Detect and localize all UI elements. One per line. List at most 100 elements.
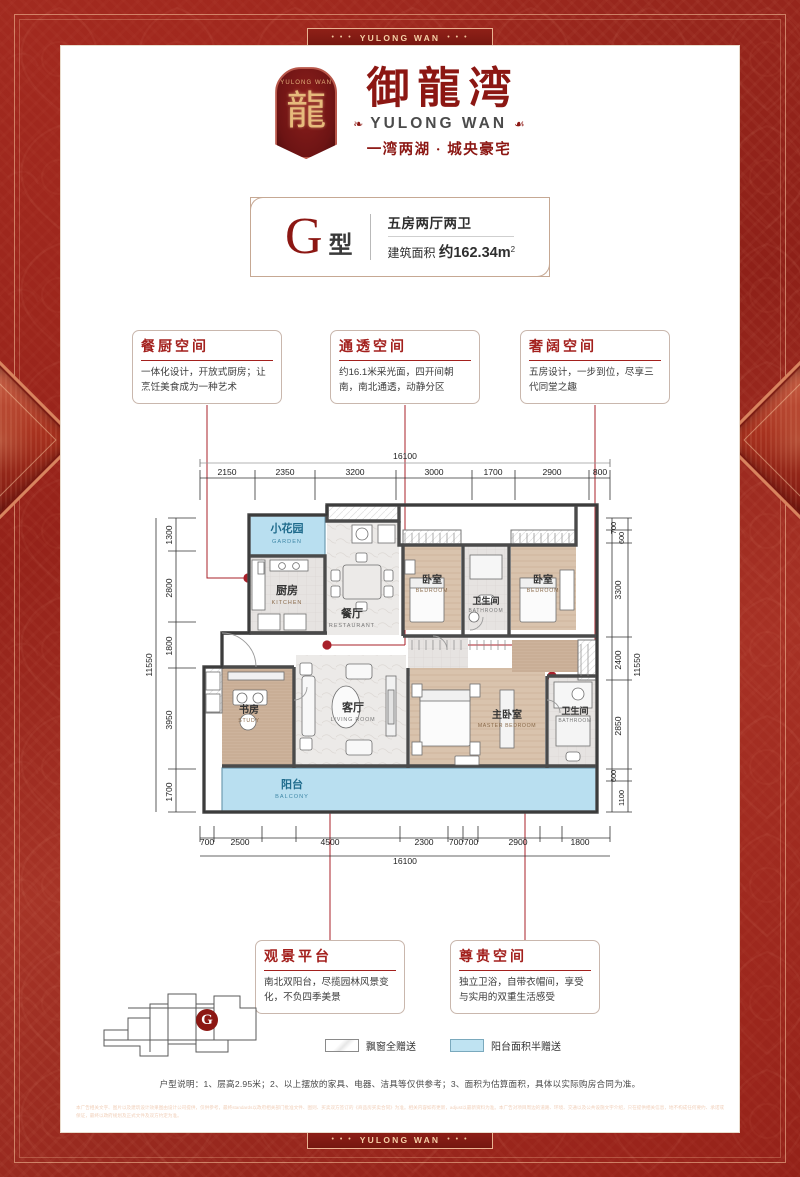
room-label-living-cn: 客厅 xyxy=(341,700,364,714)
dim-right-2: 3300 xyxy=(613,580,623,599)
room-label-study-en: STUDY xyxy=(238,718,260,724)
wordmark: 御龍湾 ❧ YULONG WAN ☙ 一湾两湖 · 城央豪宅 xyxy=(353,67,525,159)
dim-top-6: 800 xyxy=(593,467,608,477)
dimension-labels-bottom: 700 2500 4500 2300 700 700 2900 1800 161… xyxy=(200,837,590,866)
room-label-restaurant-en: RESTAURANT xyxy=(329,623,375,629)
brand-name-en: YULONG WAN xyxy=(370,115,508,133)
room-label-kitchen-cn: 厨房 xyxy=(276,583,298,597)
room-label-garden-cn: 小花园 xyxy=(270,521,304,535)
room-fill-wardrobe xyxy=(512,640,578,672)
brand-header: YULONG WAN 龍 御龍湾 ❧ YULONG WAN ☙ 一湾两湖 · 城… xyxy=(60,67,740,160)
unit-area-row: 建筑面积 约162.34m2 xyxy=(388,241,516,262)
dimension-labels-top: 16100 2150 2350 3200 3000 1700 2900 800 xyxy=(217,451,607,477)
callout-body-3: 南北双阳台，尽揽园林风景变化，不负四季美景 xyxy=(264,977,389,1003)
dim-left-1: 2800 xyxy=(164,578,174,597)
banner-top-text: YULONG WAN xyxy=(359,32,441,43)
dim-total-top: 16100 xyxy=(393,451,417,461)
dim-right-3: 2400 xyxy=(613,650,623,669)
room-label-master-cn: 主卧室 xyxy=(492,708,522,721)
key-plan-badge: G xyxy=(196,1009,218,1031)
dim-bot-7: 1800 xyxy=(570,837,589,847)
banner-bottom: • • • YULONG WAN • • • xyxy=(307,1130,493,1149)
dragon-icon: 龍 xyxy=(286,89,327,134)
room-label-bath-master-en: BATHROOM xyxy=(558,718,591,724)
banner-dots-right-2: • • • xyxy=(447,1136,469,1143)
dim-top-1: 2350 xyxy=(275,467,294,477)
key-plan-shape xyxy=(103,993,257,1057)
dim-top-2: 3200 xyxy=(345,467,364,477)
type-underline xyxy=(387,236,514,237)
dimension-ticks-right xyxy=(606,517,632,813)
unit-type-details: 五房两厅两卫 建筑面积 约162.34m2 xyxy=(387,212,516,262)
callout-body-4: 独立卫浴，自带衣帽间，享受与实用的双重生活感受 xyxy=(459,977,584,1003)
dim-right-0: 700 xyxy=(609,522,618,534)
flourish-right-icon: ☙ xyxy=(514,117,525,132)
brand-tagline: 一湾两湖 · 城央豪宅 xyxy=(366,142,512,159)
dim-left-0: 1300 xyxy=(164,525,174,544)
unit-room-config: 五房两厅两卫 xyxy=(387,216,472,231)
frame-gold-rule-inner xyxy=(19,19,781,1158)
bay-window-dining xyxy=(326,504,400,522)
unit-area-label: 建筑面积 xyxy=(387,246,436,260)
room-label-bedroom1-en: BEDROOM xyxy=(416,588,448,594)
bay-window-bed2 xyxy=(510,529,577,546)
legend-item-bay-window: 飘窗全赠送 xyxy=(325,1038,416,1053)
dimension-ticks-top xyxy=(199,470,611,500)
room-label-restaurant-cn: 餐厅 xyxy=(340,606,363,620)
dim-bot-0: 700 xyxy=(200,837,215,847)
key-plan: G xyxy=(100,995,230,1057)
dimension-ticks-left xyxy=(168,517,196,813)
dim-right-4: 2850 xyxy=(613,716,623,735)
dim-right-1: 600 xyxy=(617,532,626,544)
callout-title-1: 通透空间 xyxy=(339,336,471,361)
dim-top-5: 2900 xyxy=(542,467,561,477)
room-label-study-cn: 书房 xyxy=(239,703,259,716)
legend-label-balcony: 阳台面积半赠送 xyxy=(491,1042,561,1053)
callout-title-4: 尊贵空间 xyxy=(459,946,591,971)
callout-body-2: 五房设计，一步到位，尽享三代同堂之趣 xyxy=(529,367,654,393)
room-label-balcony-cn: 阳台 xyxy=(281,777,303,791)
dim-top-3: 3000 xyxy=(424,467,443,477)
dim-bot-3: 2300 xyxy=(414,837,433,847)
dimension-labels-left: 11550 1300 2800 1800 3950 1700 xyxy=(144,525,174,801)
dimension-labels-right: 11550 700 600 3300 2400 2850 600 1100 xyxy=(609,522,642,806)
bay-hatching xyxy=(404,533,589,676)
unit-area-sup: 2 xyxy=(510,245,516,254)
room-label-bath-mid-en: BATHROOM xyxy=(469,608,504,614)
room-fill-study xyxy=(222,667,294,765)
brand-name-en-row: ❧ YULONG WAN ☙ xyxy=(353,115,525,133)
legend-swatch-balcony-icon xyxy=(450,1039,484,1052)
room-label-garden-en: GARDEN xyxy=(272,539,302,545)
brand-emblem-icon: YULONG WAN 龍 xyxy=(275,67,338,160)
dim-total-left: 11550 xyxy=(144,653,154,676)
dim-right-5: 600 xyxy=(609,770,618,782)
dim-bot-5: 700 xyxy=(464,837,479,847)
dimension-ticks-bottom xyxy=(199,826,611,842)
dim-bot-4: 700 xyxy=(449,837,464,847)
dim-right-6: 1100 xyxy=(617,790,626,806)
callout-title-0: 餐厨空间 xyxy=(141,336,273,361)
type-divider xyxy=(369,214,371,260)
callout-title-3: 观景平台 xyxy=(264,946,396,971)
unit-type-letter: G xyxy=(284,208,323,265)
room-label-master-en: MASTER BEDROOM xyxy=(478,723,536,729)
callout-master-suite: 尊贵空间 独立卫浴，自带衣帽间，享受与实用的双重生活感受 xyxy=(450,940,600,1014)
card-border xyxy=(60,45,740,1133)
unit-type-suffix: 型 xyxy=(328,232,353,259)
banner-dots-left-2: • • • xyxy=(331,1136,353,1143)
room-label-bath-master-cn: 卫生间 xyxy=(561,705,588,716)
banner-dots-right: • • • xyxy=(447,34,469,41)
legend-swatch-bay-window-icon xyxy=(325,1039,359,1052)
dim-left-2: 1800 xyxy=(164,636,174,655)
legend-label-bay-window: 飘窗全赠送 xyxy=(366,1042,416,1053)
callout-spacious: 奢阔空间 五房设计，一步到位，尽享三代同堂之趣 xyxy=(520,330,670,404)
wall-hairlines xyxy=(203,504,598,813)
dim-left-4: 1700 xyxy=(164,782,174,801)
callout-balcony: 观景平台 南北双阳台，尽揽园林风景变化，不负四季美景 xyxy=(255,940,405,1014)
brand-name-cn: 御龍湾 xyxy=(366,66,520,113)
dim-top-4: 1700 xyxy=(483,467,502,477)
room-fill-balcony xyxy=(221,767,598,813)
dimension-lines xyxy=(155,459,629,857)
banner-dots-left: • • • xyxy=(331,34,353,41)
